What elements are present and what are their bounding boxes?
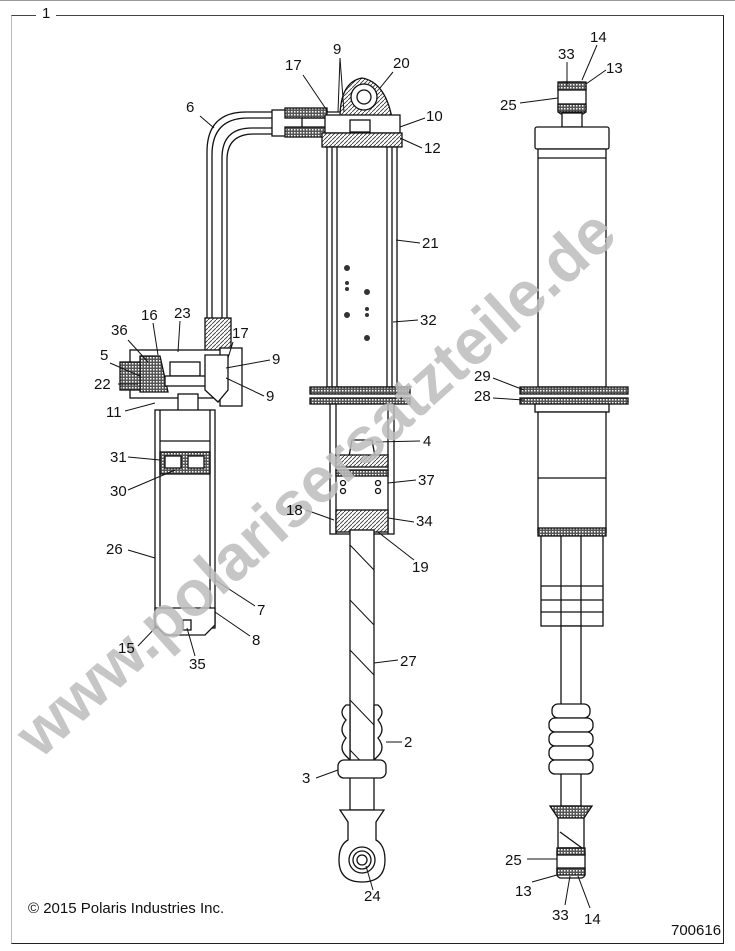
shock-cutaway (309, 77, 411, 883)
callout: 32 (420, 312, 437, 329)
callout: 33 (558, 46, 575, 63)
callout: 25 (505, 852, 522, 869)
callout: 21 (422, 235, 439, 252)
callout: 2 (404, 734, 412, 751)
reservoir-assembly (119, 107, 340, 636)
callout: 3 (302, 770, 310, 787)
callout: 20 (393, 55, 410, 72)
figure-number: 700616 (671, 922, 722, 939)
copyright-notice: © 2015 Polaris Industries Inc. (28, 900, 225, 917)
shock-exterior (519, 81, 629, 879)
watermark: www.polarisersatzteile.de (0, 195, 629, 771)
callout: 14 (584, 911, 601, 928)
frame-label: 1 (36, 5, 57, 23)
callout: 17 (285, 57, 302, 74)
callout: 18 (286, 502, 303, 519)
diagram-frame (11, 15, 724, 944)
top-rule (0, 0, 735, 1)
callout: 7 (257, 602, 265, 619)
callout: 10 (426, 108, 443, 125)
callout: 27 (400, 653, 417, 670)
callout: 15 (118, 640, 135, 657)
callout: 6 (186, 99, 194, 116)
callout: 34 (416, 513, 433, 530)
callout: 9 (272, 351, 280, 368)
callout: 24 (364, 888, 381, 905)
callout: 4 (423, 433, 431, 450)
callout: 14 (590, 29, 607, 46)
callout: 17 (232, 325, 249, 342)
callout: 5 (100, 347, 108, 364)
callout: 30 (110, 483, 127, 500)
callout: 22 (94, 376, 111, 393)
callout: 12 (424, 140, 441, 157)
callout-labels: 9 17 20 6 10 12 21 32 16 23 36 17 5 9 22… (94, 29, 623, 928)
callout: 13 (515, 883, 532, 900)
callout: 37 (418, 472, 435, 489)
callout: 23 (174, 305, 191, 322)
callout: 33 (552, 907, 569, 924)
callout: 19 (412, 559, 429, 576)
callout: 31 (110, 449, 127, 466)
callout: 9 (333, 41, 341, 58)
callout: 26 (106, 541, 123, 558)
callout: 36 (111, 322, 128, 339)
callout: 29 (474, 368, 491, 385)
callout: 28 (474, 388, 491, 405)
callout: 9 (266, 388, 274, 405)
callout: 25 (500, 97, 517, 114)
callout: 11 (106, 404, 122, 421)
callout: 16 (141, 307, 158, 324)
callout: 13 (606, 60, 623, 77)
callout: 8 (252, 632, 260, 649)
callout: 35 (189, 656, 206, 673)
leader-lines (109, 44, 607, 909)
